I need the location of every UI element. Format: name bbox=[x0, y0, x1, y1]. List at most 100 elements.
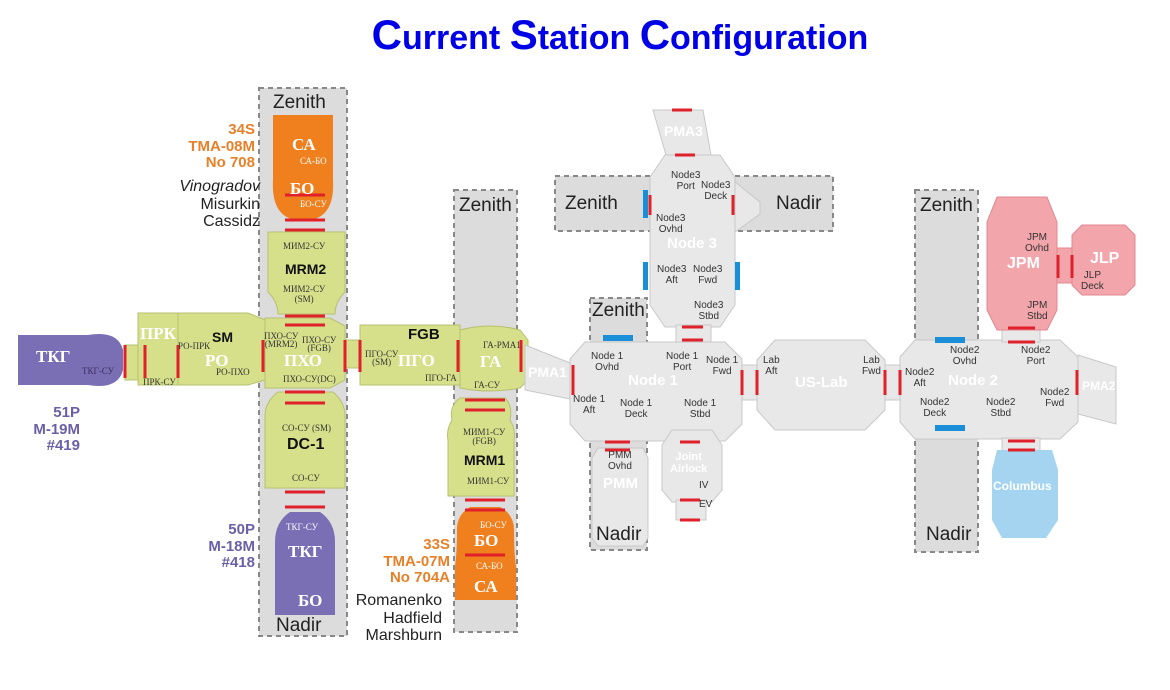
port-label: Node2 Ovhd bbox=[950, 345, 980, 367]
port-label: БО-СУ bbox=[480, 520, 507, 530]
port-label: ПХО-СУ(DC) bbox=[283, 374, 336, 384]
port-label: СО-СУ (SM) bbox=[282, 423, 332, 433]
port-label: JLP Deck bbox=[1081, 270, 1104, 292]
port-label: Node 1 Fwd bbox=[706, 355, 739, 377]
pma1-label: PMA1 bbox=[528, 364, 567, 380]
progress-51p-shape bbox=[18, 334, 123, 386]
port-label: Node2 Port bbox=[1021, 345, 1051, 367]
cbm-marker bbox=[935, 425, 965, 431]
port-label: Node3 Ovhd bbox=[656, 213, 686, 235]
port-label: Node3 Aft bbox=[657, 264, 687, 286]
progress-51p-tkg: ТКГ bbox=[36, 347, 71, 366]
port-label: Node3 Stbd bbox=[694, 300, 724, 322]
nadir-label: Nadir bbox=[776, 193, 822, 214]
mrm1-module bbox=[447, 397, 515, 497]
port-label: Node2 Stbd bbox=[986, 397, 1016, 419]
node2-label: Node 2 bbox=[948, 372, 999, 389]
port-label: Node 1 Port bbox=[666, 351, 699, 373]
jpm-label: JPM bbox=[1007, 255, 1040, 272]
cbm-marker bbox=[735, 262, 740, 290]
port-label: ТКГ-СУ bbox=[82, 366, 114, 376]
pma2-label: PMA2 bbox=[1082, 379, 1116, 393]
port-label: СО-СУ bbox=[292, 473, 320, 483]
cbm-marker bbox=[643, 262, 648, 290]
columbus-shape bbox=[992, 450, 1058, 538]
port-label: МИМ1-СУ bbox=[467, 476, 510, 486]
jlp-label: JLP bbox=[1090, 250, 1120, 267]
columbus-label: Columbus bbox=[993, 479, 1052, 493]
dc1-module bbox=[264, 391, 346, 489]
page-title: Current Station Configuration bbox=[371, 11, 869, 58]
cbm-marker bbox=[603, 335, 633, 341]
soyuz-34s-bo: БО bbox=[290, 179, 315, 198]
lab-node2-adapter bbox=[884, 364, 901, 401]
port-label: Node3 Deck bbox=[701, 180, 731, 202]
dc1-label: DC-1 bbox=[287, 436, 325, 453]
sm-pxo bbox=[264, 317, 346, 389]
joint-airlock-shape bbox=[661, 429, 723, 503]
port-label: JPM Stbd bbox=[1027, 300, 1048, 322]
node1-lab-adapter bbox=[741, 364, 758, 401]
mrm2-module bbox=[267, 231, 346, 315]
port-label: Node3 Port bbox=[671, 170, 701, 192]
soyuz-34s-sa: СА bbox=[292, 135, 316, 154]
pmm-shape bbox=[591, 447, 649, 547]
jlp-shape bbox=[1071, 224, 1136, 296]
nadir-label: Nadir bbox=[276, 615, 322, 636]
node3-shape bbox=[649, 154, 736, 328]
port-label: ПХО-СУ(MRM2) bbox=[264, 331, 299, 350]
nadir-label: Nadir bbox=[596, 524, 642, 545]
port-label: PMM Ovhd bbox=[608, 450, 632, 472]
port-label: ГА-РМА1 bbox=[483, 340, 521, 350]
port-label: МИМ1-СУ(FGB) bbox=[463, 427, 506, 446]
uslab-label: US-Lab bbox=[795, 374, 848, 391]
port-label: IV bbox=[699, 480, 709, 491]
port-label: Node2 Aft bbox=[905, 367, 935, 389]
port-label: ПХО-СУ(FGB) bbox=[302, 335, 337, 354]
node3-nadir-adapter bbox=[734, 180, 761, 233]
port-label: ПРК-СУ bbox=[143, 377, 176, 387]
port-label: ТКГ-СУ bbox=[286, 522, 318, 532]
port-label: ПГО-ГА bbox=[425, 373, 457, 383]
fgb-ga-label: ГА bbox=[480, 352, 502, 371]
port-markers bbox=[123, 108, 1079, 557]
soyuz-33s-bo: БО bbox=[474, 531, 499, 550]
port-label: Node2 Fwd bbox=[1040, 387, 1070, 409]
port-label: Lab Aft bbox=[763, 355, 780, 377]
node3-label: Node 3 bbox=[667, 235, 718, 252]
soyuz-33s-sa: СА bbox=[474, 577, 498, 596]
cbm-marker bbox=[643, 190, 648, 218]
port-label: Node2 Deck bbox=[920, 397, 950, 419]
pma3-label: PMA3 bbox=[664, 123, 703, 139]
port-label: РО-ПРК bbox=[178, 341, 211, 351]
sm-aft-adapter bbox=[124, 344, 139, 381]
zenith-label: Zenith bbox=[565, 193, 618, 214]
progress-50p-shape bbox=[275, 512, 335, 615]
progress-50p-bo: БО bbox=[298, 591, 323, 610]
zenith-label: Zenith bbox=[459, 195, 512, 216]
port-label: EV bbox=[699, 499, 713, 510]
port-label: МИМ2-СУ(SM) bbox=[283, 284, 326, 304]
port-label: Node 1 Ovhd bbox=[591, 351, 624, 373]
node1-shape bbox=[569, 341, 743, 442]
pmm-label: PMM bbox=[603, 475, 638, 492]
zenith-label: Zenith bbox=[273, 92, 326, 113]
node1-label: Node 1 bbox=[628, 372, 679, 389]
cbm-marker bbox=[935, 337, 965, 343]
sm-label: SM bbox=[212, 329, 233, 345]
port-label: Node3 Fwd bbox=[693, 264, 723, 286]
mrm2-label: MRM2 bbox=[285, 261, 327, 277]
port-label: РО-ПХО bbox=[216, 367, 250, 377]
jpm-shape bbox=[986, 196, 1058, 331]
sm-fgb-adapter bbox=[344, 339, 361, 369]
fgb-pgo-label: ПГО bbox=[398, 351, 435, 370]
sm-ro-label: РО bbox=[205, 351, 229, 370]
